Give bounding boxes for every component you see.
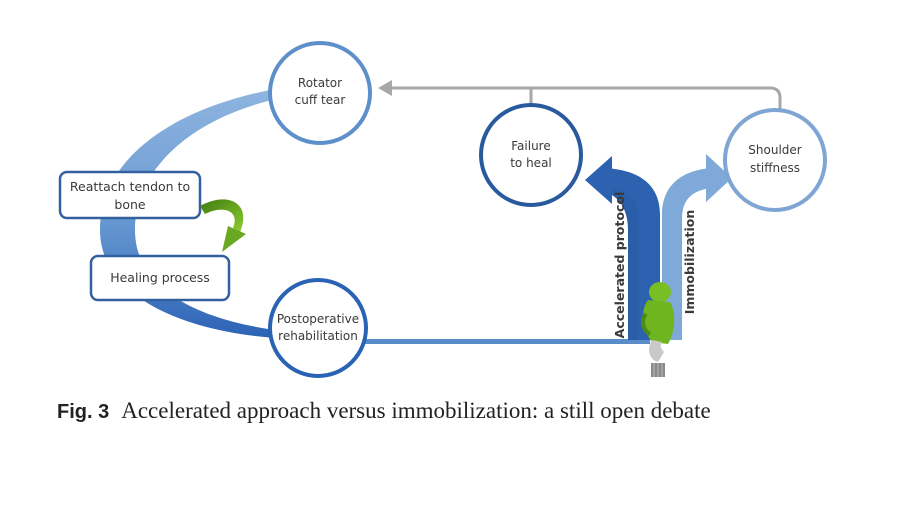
green-figure-icon [641,282,675,377]
node-shoulder-stiffness: Shoulder stiffness [723,108,827,212]
node-rotator-cuff-tear-line2: cuff tear [295,93,346,107]
node-rehab-line2: rehabilitation [278,329,358,343]
node-stiffness-line1: Shoulder [748,143,802,157]
box-reattach-line1: Reattach tendon to [70,179,190,194]
feedback-arrow-line [390,86,782,112]
node-failure-to-heal: Failure to heal [479,103,583,207]
node-failure-line2: to heal [510,156,552,170]
figure-caption: Fig. 3 Accelerated approach versus immobi… [57,398,711,424]
green-curved-arrow-icon [200,199,246,252]
node-failure-line1: Failure [511,139,550,153]
label-accelerated-protocol: Accelerated protocol [612,192,627,339]
immobilization-branch-arrow [662,154,732,340]
node-stiffness-line2: stiffness [750,161,800,175]
box-reattach-line2: bone [114,197,146,212]
accelerated-branch-arrow [585,156,660,340]
node-postoperative-rehabilitation: Postoperative rehabilitation [268,278,368,378]
node-rotator-cuff-tear-line1: Rotator [298,76,342,90]
box-reattach-tendon: Reattach tendon to bone [58,170,202,220]
label-immobilization: Immobilization [682,210,697,315]
figure-caption-text: Accelerated approach versus immobilizati… [121,398,711,423]
feedback-arrowhead [378,80,392,96]
rehab-connector-line [360,339,650,344]
node-rotator-cuff-tear: Rotator cuff tear [268,41,372,145]
node-rehab-line1: Postoperative [277,312,359,326]
box-healing-label: Healing process [110,270,210,285]
box-healing-process: Healing process [89,254,231,302]
figure-label: Fig. 3 [57,401,110,423]
